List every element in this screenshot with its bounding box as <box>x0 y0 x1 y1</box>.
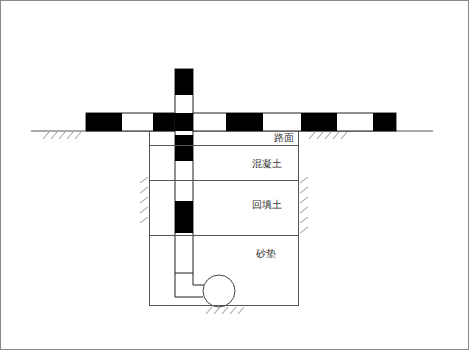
layer-label: 混凝土 <box>250 158 284 170</box>
soil-layer-band: 混凝土 <box>149 146 299 181</box>
soil-layer-band: 砂垫 <box>149 236 299 306</box>
soil-layer-band: 路面 <box>149 131 299 146</box>
vertical-staff <box>175 69 204 297</box>
soil-layer-band: 回填土 <box>149 181 299 236</box>
layer-label: 路面 <box>272 132 296 144</box>
pipe-circle <box>203 275 235 307</box>
ground-hatch <box>43 132 347 314</box>
leveling-staff <box>86 113 396 131</box>
layer-label: 回填土 <box>250 199 284 211</box>
layer-label: 砂垫 <box>254 248 278 260</box>
